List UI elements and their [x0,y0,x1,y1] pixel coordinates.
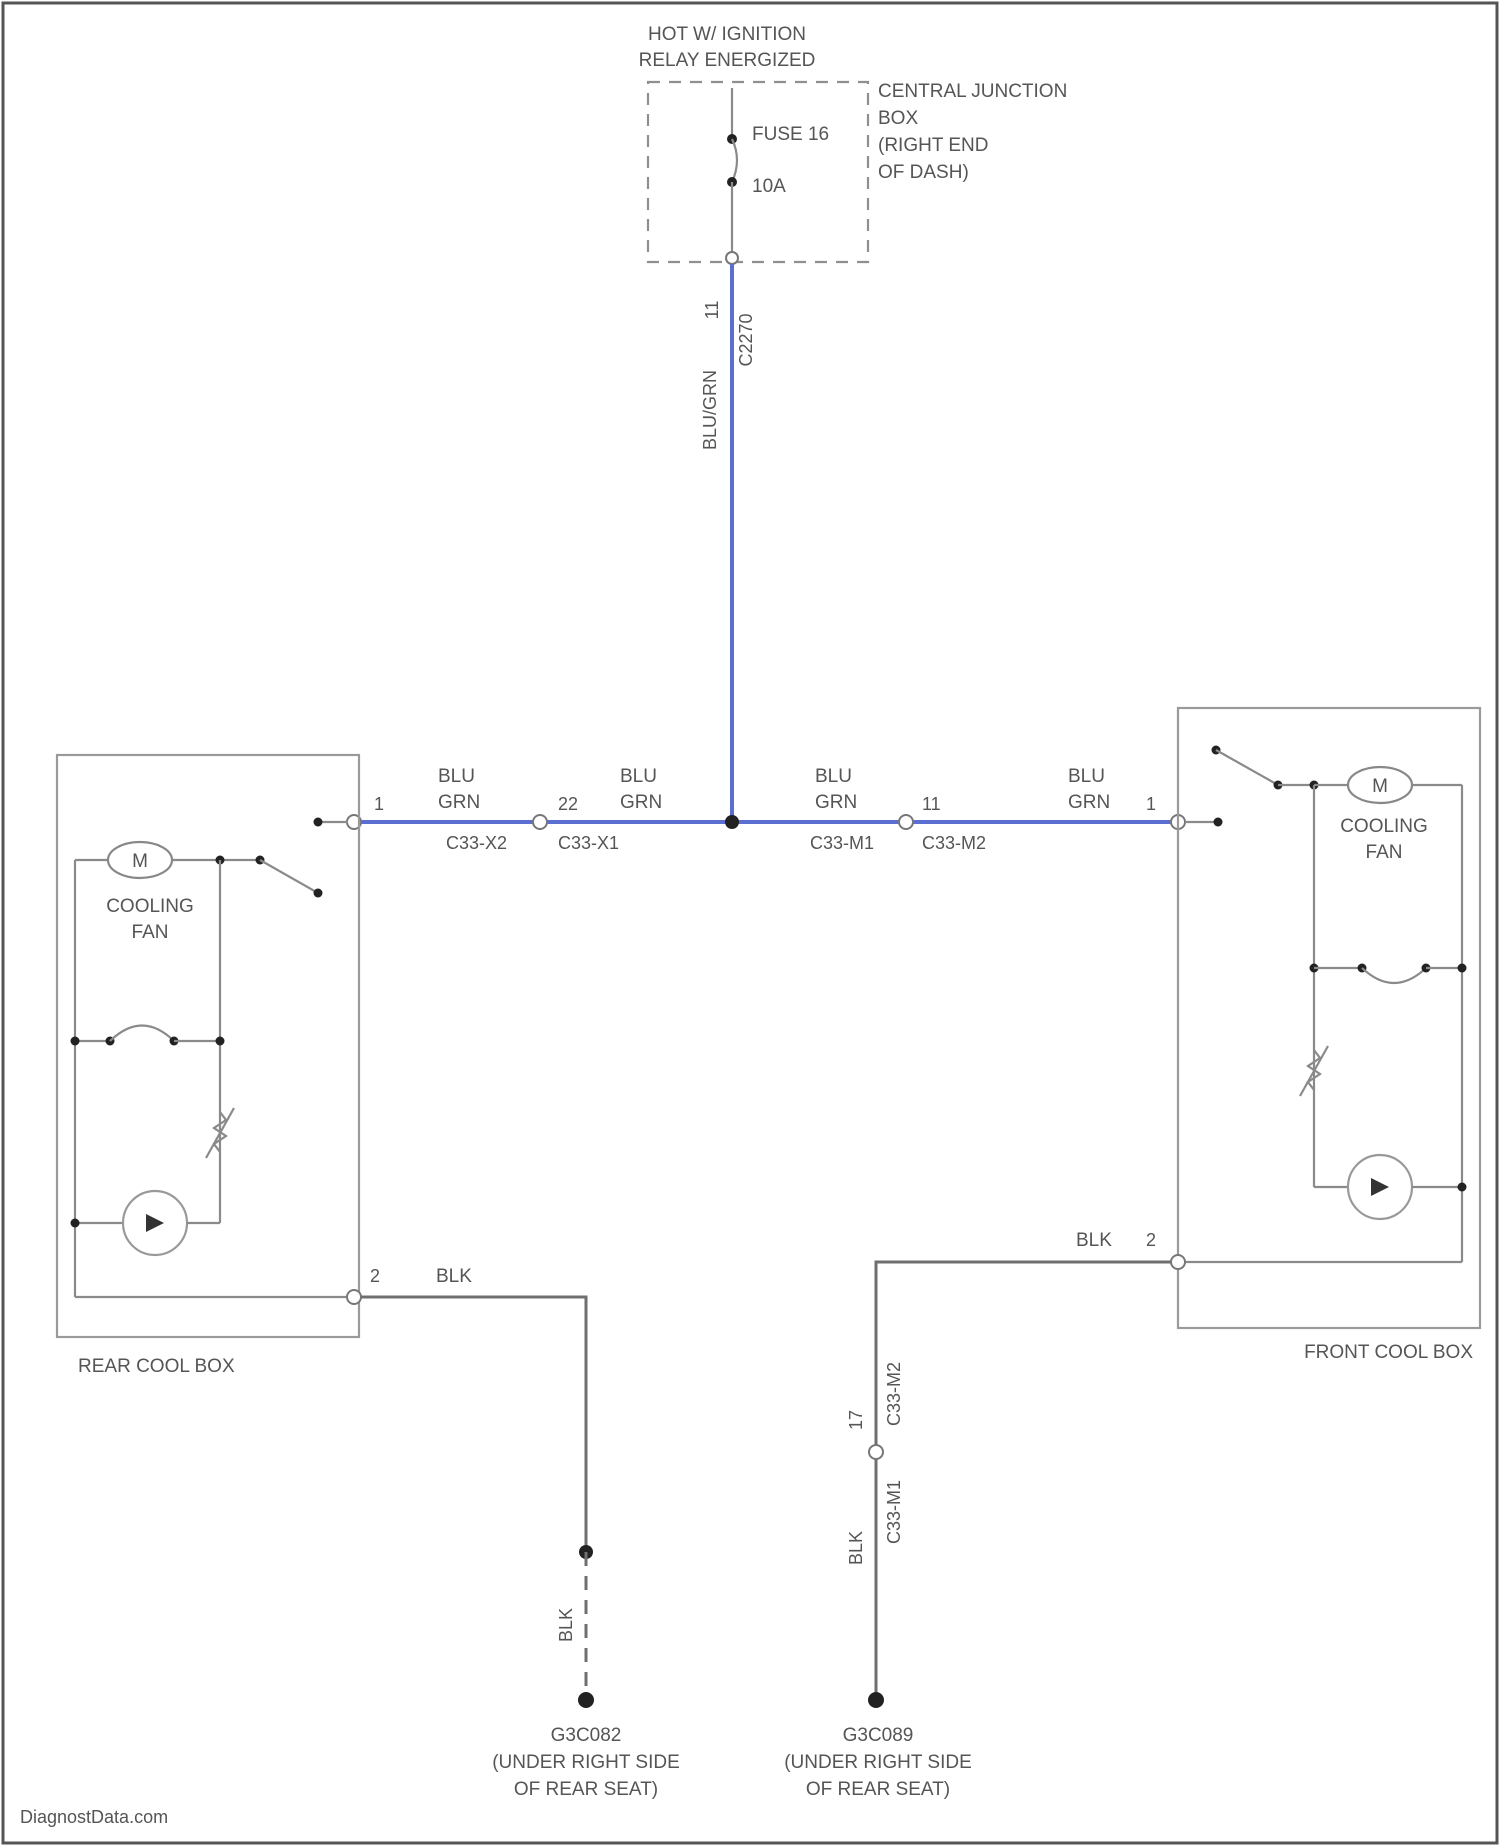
rear-switch-blade-tip [314,889,323,898]
ground-g3c082-id: G3C082 [551,1725,622,1746]
rear-switch-blade [260,860,318,893]
cjb-label-line1: CENTRAL JUNCTION [878,81,1067,102]
ground-g3c089-location-line2: OF REAR SEAT) [806,1779,950,1800]
front-bus-connector-mid-left: C33-M1 [810,833,874,853]
riser-wire-color: BLU/GRN [700,370,720,450]
rear-bus-pin-box: 1 [374,794,384,814]
rear-ground-connector-terminal [347,1290,361,1304]
rear-bus-connector-box: C33-X2 [446,833,507,853]
rear-bus-wire-b: GRN [438,792,480,813]
front-ground-lower-wire-color: BLK [846,1531,866,1565]
front-bus-wire-b: GRN [815,792,857,813]
rear-ground-lower-wire-color: BLK [556,1608,576,1642]
front-bus-wire-a: BLU [815,766,852,787]
rear-bus-wire-d: GRN [620,792,662,813]
front-ground-connector-a: C33-M2 [884,1362,904,1426]
cjb-label-line4: OF DASH) [878,162,969,183]
watermark-text: DiagnostData.com [20,1807,168,1827]
rear-sensor-node [71,1219,80,1228]
rear-bus-wire-c: BLU [620,766,657,787]
cjb-connector-id: C2270 [736,313,756,366]
front-ground-pin: 2 [1146,1230,1156,1250]
front-breaker-node-right [1458,964,1467,973]
front-motor-symbol: M [1372,776,1388,797]
front-ground-pin-inline: 17 [846,1410,866,1430]
front-thermal-breaker-icon [1362,968,1426,983]
bus-splice [725,815,739,829]
fuse-element [732,139,737,182]
ground-g3c089-point [868,1692,884,1708]
front-switch-contact [1214,818,1223,827]
front-ground-inline-connector [869,1445,883,1459]
rear-fan-label-line1: COOLING [106,896,194,917]
ground-g3c082-location-line2: OF REAR SEAT) [514,1779,658,1800]
ground-g3c089-location-line1: (UNDER RIGHT SIDE [784,1752,972,1773]
front-cool-box-frame [1178,708,1480,1328]
rear-breaker-node-right [216,1037,225,1046]
rear-thermal-breaker-icon [110,1026,174,1042]
ground-g3c082-point [578,1692,594,1708]
rear-ground-wire-color: BLK [436,1266,472,1287]
front-ground-connector-terminal [1171,1255,1185,1269]
rear-cool-box-frame [57,755,359,1337]
rear-fan-label-line2: FAN [132,922,169,943]
supply-label-line1: HOT W/ IGNITION [648,24,806,45]
front-bus-connector-mid-right: C33-M2 [922,833,986,853]
ground-g3c089-id: G3C089 [843,1725,914,1746]
rear-cool-box-title: REAR COOL BOX [78,1356,235,1377]
cjb-connector-terminal [726,252,738,264]
front-bus-wire-d: GRN [1068,792,1110,813]
cjb-pin: 11 [702,301,722,320]
fuse-rating: 10A [752,176,786,197]
front-bus-inline-connector [899,815,913,829]
rear-motor-symbol: M [132,851,148,872]
cjb-label-line3: (RIGHT END [878,135,988,156]
page-frame [3,3,1497,1843]
front-fan-label-line2: FAN [1366,842,1403,863]
front-switch-blade [1216,750,1278,785]
front-bus-wire-c: BLU [1068,766,1105,787]
rear-breaker-node-left [71,1037,80,1046]
front-bus-pin-box: 1 [1146,794,1156,814]
rear-switch-contact [314,818,323,827]
rear-bus-inline-connector [533,815,547,829]
front-cool-box-title: FRONT COOL BOX [1304,1342,1473,1363]
front-ground-wire [876,1262,1171,1700]
fuse-name: FUSE 16 [752,124,829,145]
supply-label-line2: RELAY ENERGIZED [639,50,816,71]
rear-bus-wire-a: BLU [438,766,475,787]
front-bus-pin-mid: 11 [922,794,941,814]
rear-bus-connector-mid: C33-X1 [558,833,619,853]
rear-ground-pin: 2 [370,1266,380,1286]
front-sensor-node [1458,1183,1467,1192]
front-fan-label-line1: COOLING [1340,816,1428,837]
rear-ground-wire [361,1297,586,1552]
front-ground-wire-color: BLK [1076,1230,1112,1251]
cjb-label-line2: BOX [878,108,918,129]
rear-bus-pin-mid: 22 [558,794,578,814]
central-junction-box [648,82,868,262]
ground-g3c082-location-line1: (UNDER RIGHT SIDE [492,1752,680,1773]
front-ground-connector-b: C33-M1 [884,1480,904,1544]
